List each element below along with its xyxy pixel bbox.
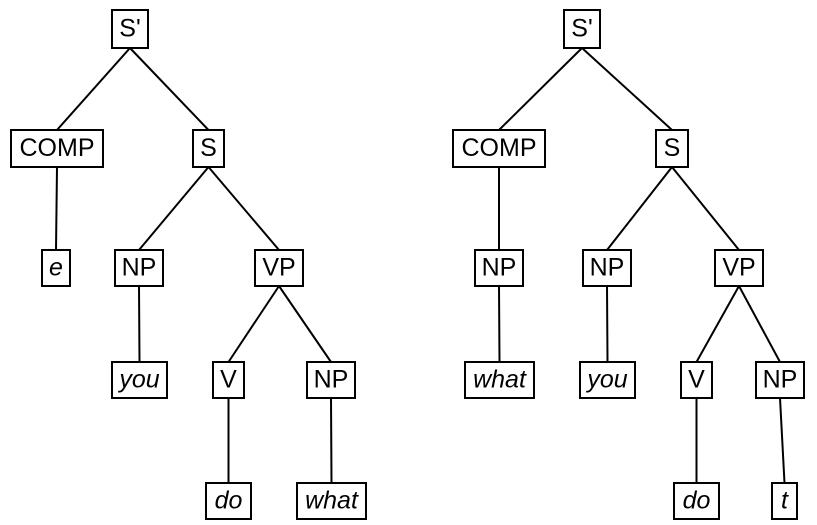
node-label: VP — [262, 254, 295, 282]
tree-branch-l-np2-to-l-what — [330, 397, 333, 484]
node-label: NP — [314, 366, 349, 394]
node-label: t — [781, 487, 789, 515]
tree-branch-l-comp-to-l-e — [55, 166, 58, 251]
node-label: what — [305, 487, 359, 515]
node-box — [306, 361, 356, 399]
node-box — [192, 129, 225, 168]
tree-node-r-vp: VP — [714, 249, 764, 287]
node-label: do — [683, 487, 711, 515]
node-box — [296, 482, 367, 520]
tree-branch-l-np1-to-l-you — [138, 285, 141, 363]
tree-branch-r-sbar-to-r-s — [581, 47, 673, 131]
tree-node-r-np1: NP — [582, 249, 632, 287]
node-box — [452, 129, 546, 168]
tree-branch-l-sbar-to-l-comp — [56, 47, 131, 131]
tree-node-l-v: V — [212, 361, 245, 399]
node-label: NP — [763, 366, 798, 394]
tree-node-l-vp: VP — [254, 249, 304, 287]
node-box — [205, 482, 252, 520]
node-box — [771, 482, 798, 520]
tree-node-r-np0: NP — [474, 249, 524, 287]
tree-node-r-comp: COMP — [452, 129, 546, 168]
tree-branch-l-sbar-to-l-s — [129, 47, 210, 131]
tree-node-l-np1: NP — [114, 249, 164, 287]
node-box — [10, 129, 104, 168]
node-label: you — [117, 366, 159, 394]
node-label: S — [664, 134, 681, 162]
node-box — [212, 361, 245, 399]
tree-node-r-what: what — [464, 361, 535, 399]
tree-node-r-sbar: S' — [563, 9, 601, 49]
node-box — [579, 361, 636, 399]
node-box — [755, 361, 805, 399]
tree-node-l-e: e — [41, 249, 71, 287]
node-box — [111, 9, 149, 49]
tree-node-r-t: t — [771, 482, 798, 520]
tree-branch-l-s-to-l-vp — [207, 166, 280, 251]
tree-node-r-v: V — [680, 361, 713, 399]
tree-node-r-you: you — [579, 361, 636, 399]
node-label: do — [215, 487, 243, 515]
tree-node-r-s: S — [655, 129, 689, 168]
node-box — [41, 249, 71, 287]
tree-node-l-sbar: S' — [111, 9, 149, 49]
tree-branch-r-s-to-r-np1 — [606, 166, 673, 251]
tree-branch-r-s-to-r-vp — [671, 166, 740, 251]
node-label: V — [220, 366, 237, 394]
node-label: NP — [482, 254, 517, 282]
node-box — [464, 361, 535, 399]
tree-node-l-s: S — [192, 129, 225, 168]
node-box — [474, 249, 524, 287]
node-label: S' — [119, 15, 140, 43]
node-box — [111, 361, 168, 399]
node-box — [563, 9, 601, 49]
tree-branch-r-vp-to-r-v — [695, 285, 740, 363]
node-box — [254, 249, 304, 287]
node-box — [680, 361, 713, 399]
node-label: S' — [571, 15, 592, 43]
node-label: COMP — [462, 134, 537, 162]
tree-node-l-do: do — [205, 482, 252, 520]
tree-branch-l-vp-to-l-v — [227, 285, 280, 363]
node-label: S — [200, 134, 217, 162]
node-label: COMP — [20, 134, 95, 162]
tree-branch-r-np0-to-r-what — [498, 285, 501, 363]
tree-branch-r-vp-to-r-np2 — [738, 285, 781, 363]
node-label: what — [473, 366, 527, 394]
node-label: NP — [122, 254, 157, 282]
node-box — [714, 249, 764, 287]
tree-node-r-do: do — [673, 482, 720, 520]
tree-branch-r-np2-to-r-t — [779, 397, 786, 484]
node-box — [114, 249, 164, 287]
node-box — [655, 129, 689, 168]
node-label: e — [49, 254, 63, 282]
tree-branch-l-vp-to-l-np2 — [278, 285, 332, 363]
node-label: V — [688, 366, 705, 394]
tree-branch-l-s-to-l-np1 — [138, 166, 210, 251]
node-label: NP — [590, 254, 625, 282]
node-box — [673, 482, 720, 520]
node-box — [582, 249, 632, 287]
tree-node-r-np2: NP — [755, 361, 805, 399]
tree-branch-r-sbar-to-r-comp — [498, 47, 583, 131]
tree-branch-r-np1-to-r-you — [606, 285, 609, 363]
tree-node-l-np2: NP — [306, 361, 356, 399]
node-label: you — [585, 366, 627, 394]
node-label: VP — [722, 254, 755, 282]
tree-node-l-you: you — [111, 361, 168, 399]
tree-node-l-what: what — [296, 482, 367, 520]
tree-node-l-comp: COMP — [10, 129, 104, 168]
edges-layer — [55, 47, 786, 484]
